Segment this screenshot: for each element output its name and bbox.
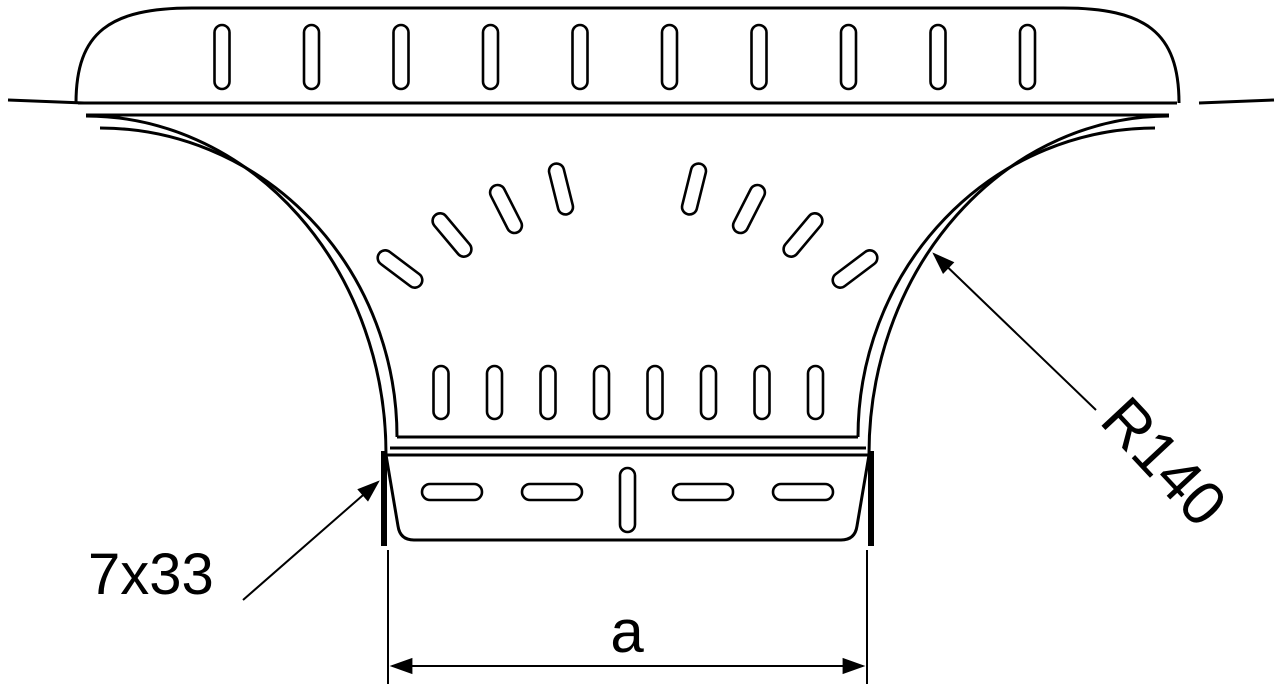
- slot: [771, 482, 835, 502]
- main-run-rail-left: [7, 98, 85, 105]
- slot: [671, 482, 735, 502]
- main-run-rail-right: [1198, 98, 1275, 105]
- right-curve-inner: [856, 126, 1156, 438]
- slot: [699, 364, 718, 421]
- left-curve-inner: [99, 126, 399, 438]
- slot: [488, 183, 524, 235]
- slot-size-label: 7x33: [88, 542, 214, 607]
- slot: [432, 364, 450, 421]
- slot: [1018, 23, 1037, 91]
- leader-line-radius: [932, 252, 1097, 411]
- slot: [420, 482, 484, 502]
- slot: [592, 364, 611, 421]
- left-curve-outer: [85, 114, 388, 455]
- slot: [539, 364, 557, 421]
- dimension-a-label: a: [610, 598, 644, 665]
- right-curve-outer: [867, 114, 1170, 455]
- transition-curves: [85, 114, 1170, 455]
- flange-center-slot: [618, 466, 637, 534]
- slot: [520, 482, 584, 502]
- branch-slots: [432, 364, 825, 421]
- main-run-outline: [7, 6, 1275, 117]
- slot: [731, 183, 767, 235]
- radius-label: R140: [1088, 384, 1240, 539]
- slot: [571, 23, 589, 91]
- slot: [831, 249, 879, 289]
- slot: [485, 364, 504, 421]
- flange-outline: [384, 453, 871, 542]
- slot: [481, 23, 500, 91]
- slot: [806, 364, 825, 421]
- slot: [680, 162, 708, 216]
- slot: [929, 23, 947, 91]
- radius-callout: R140: [932, 252, 1240, 540]
- slot-size-callout: 7x33: [88, 480, 380, 607]
- slot: [750, 23, 768, 91]
- main-run-top-edge: [74, 6, 1181, 104]
- slot: [753, 364, 771, 421]
- slot: [376, 249, 424, 289]
- branch-flange: [381, 435, 874, 546]
- slot: [392, 23, 410, 91]
- slot: [660, 23, 679, 91]
- slot: [431, 212, 473, 258]
- slot: [213, 23, 231, 91]
- fan-slots: [376, 162, 879, 289]
- slot: [547, 162, 575, 216]
- slot: [646, 364, 664, 421]
- slot: [782, 212, 824, 258]
- dimension-a: a: [387, 550, 868, 684]
- slot: [839, 23, 858, 91]
- leader-line-slot-size: [242, 480, 380, 601]
- slot: [302, 23, 321, 91]
- main-run-slots: [213, 23, 1037, 91]
